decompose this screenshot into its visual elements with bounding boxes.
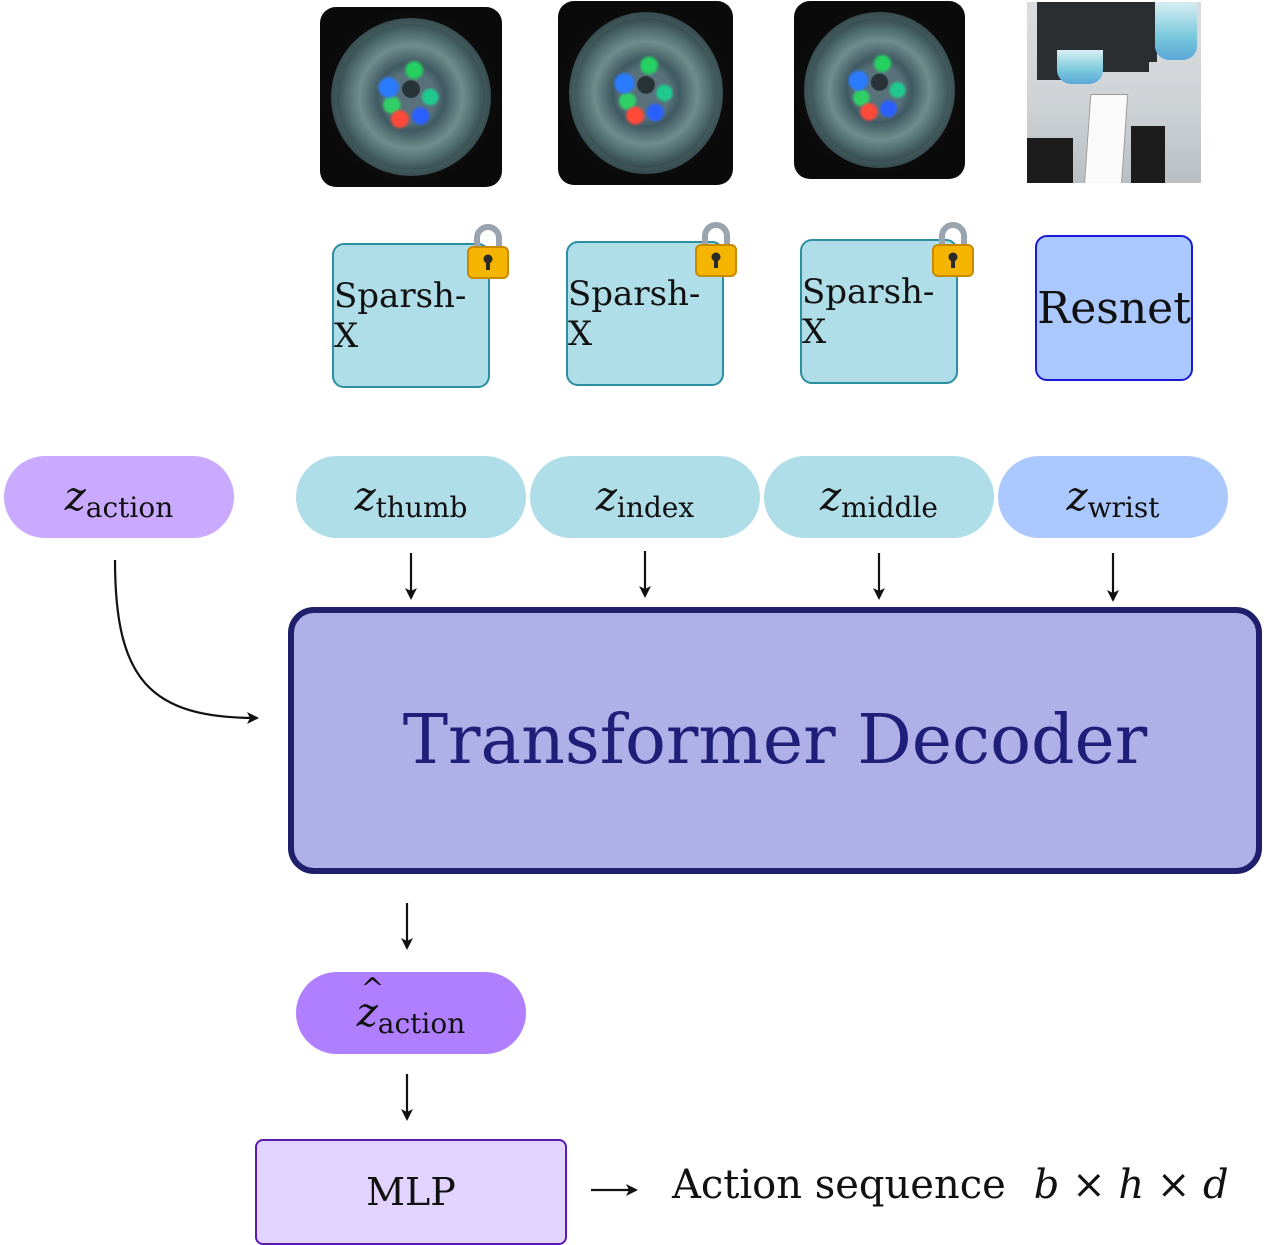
- token-action-z: z: [64, 474, 86, 520]
- encoder-thumb-label: Sparsh-X: [334, 275, 467, 356]
- token-middle-z: z: [820, 474, 842, 520]
- encoder-wrist: Resnet: [1035, 235, 1193, 381]
- token-index-sub: index: [616, 490, 695, 524]
- encoder-index-label: Sparsh-X: [568, 273, 701, 354]
- token-thumb-sub: thumb: [375, 490, 468, 524]
- lock-icon: [932, 222, 974, 277]
- lock-icon: [467, 224, 509, 279]
- output-description: Action sequence b × h × d: [672, 1162, 1229, 1208]
- output-shape: b × h × d: [1033, 1162, 1229, 1208]
- arrow-action-to-decoder: [113, 559, 259, 724]
- encoder-thumb: Sparsh-X: [332, 243, 490, 388]
- token-wrist-z: z: [1066, 474, 1088, 520]
- encoder-middle: Sparsh-X: [800, 239, 958, 384]
- mlp-block: MLP: [255, 1139, 567, 1245]
- tactile-thumb-image: [320, 7, 502, 187]
- token-predicted-action-sub: action: [377, 1006, 466, 1040]
- tactile-middle-image: [794, 1, 965, 179]
- encoder-wrist-label: Resnet: [1037, 282, 1191, 334]
- tactile-index-image: [558, 1, 733, 185]
- token-predicted-action-z: z: [357, 972, 385, 1036]
- token-thumb-z: z: [354, 474, 376, 520]
- output-label: Action sequence: [672, 1162, 1006, 1208]
- token-action-sub: action: [85, 490, 174, 524]
- token-middle-sub: middle: [841, 490, 938, 524]
- lock-icon: [695, 222, 737, 277]
- token-wrist-sub: wrist: [1087, 490, 1160, 524]
- transformer-decoder: Transformer Decoder: [288, 607, 1262, 874]
- encoder-middle-label: Sparsh-X: [802, 271, 935, 352]
- transformer-decoder-label: Transformer Decoder: [402, 701, 1148, 780]
- wrist-camera-image: [1027, 2, 1201, 183]
- mlp-label: MLP: [366, 1170, 456, 1214]
- token-index-z: z: [595, 474, 617, 520]
